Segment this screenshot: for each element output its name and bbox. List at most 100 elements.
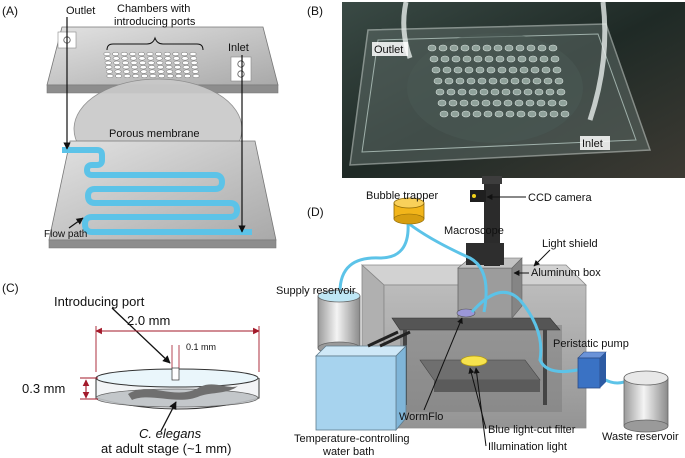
chamber-well: [140, 69, 148, 74]
photo-well: [435, 88, 445, 96]
photo-well: [468, 88, 478, 96]
chamber-well: [139, 65, 147, 70]
photo-well: [450, 110, 460, 118]
chamber-well: [104, 56, 112, 61]
top-chip-layer: [46, 26, 279, 94]
waste-reservoir: [623, 370, 669, 433]
chamber-well: [156, 60, 164, 65]
photo-well: [461, 110, 471, 118]
photo-well: [547, 99, 557, 107]
chamber-well: [131, 65, 139, 70]
photo-well: [519, 66, 529, 74]
photo-well: [530, 66, 540, 74]
chamber-well: [123, 69, 131, 74]
bath-label-2: water bath: [322, 446, 374, 458]
photo-well: [527, 110, 537, 118]
port-width-label: 0.1 mm: [186, 342, 216, 352]
photo-well: [521, 77, 531, 85]
photo-well: [471, 44, 481, 52]
worm-shape: [128, 384, 238, 400]
chamber-well: [192, 73, 200, 79]
photo-well: [516, 110, 526, 118]
macroscope-label: Macroscope: [444, 225, 504, 237]
chamber-well: [122, 65, 130, 70]
flow-path-channel: [62, 147, 252, 235]
panel-d: (D): [276, 176, 679, 458]
chamber-well: [191, 65, 199, 70]
photo-well: [492, 99, 502, 107]
photo-well: [560, 110, 570, 118]
chamber-well: [148, 65, 156, 70]
supply-reservoir: [317, 289, 361, 355]
photo-well: [484, 55, 494, 63]
photo-well: [538, 110, 548, 118]
illumination-arrow: [473, 367, 487, 447]
illumination-light: [460, 355, 488, 367]
chamber-well: [158, 73, 166, 79]
photo-well: [537, 44, 547, 52]
chamber-well: [112, 51, 120, 57]
photo-well: [490, 88, 500, 96]
inlet-tubing: [587, 1, 608, 121]
photo-well: [514, 99, 524, 107]
inlet-label-a: Inlet: [228, 42, 249, 54]
panel-d-tag: (D): [307, 205, 324, 219]
photo-well: [482, 44, 492, 52]
photo-well: [486, 66, 496, 74]
flow-path-arrow: [68, 217, 84, 229]
return-tubing: [470, 290, 587, 374]
species-label: C. elegans: [139, 426, 202, 441]
bath-label-1: Temperature-controlling: [294, 433, 410, 445]
inlet-port-pad: [230, 56, 252, 82]
panel-b: (B) Outlet Inlet: [307, 1, 685, 178]
photo-well: [554, 77, 564, 85]
chamber-well: [130, 60, 138, 65]
photo-well: [464, 66, 474, 74]
photo-chamber-array: [427, 44, 570, 118]
photo-well: [448, 99, 458, 107]
outlet-label-b: Outlet: [374, 44, 403, 56]
photo-well: [558, 99, 568, 107]
chamber-well: [190, 56, 198, 61]
chamber-well: [147, 60, 155, 65]
photo-well: [539, 55, 549, 63]
photo-well: [449, 44, 459, 52]
photo-well: [508, 66, 518, 74]
chamber-well: [183, 69, 191, 74]
chamber-well: [189, 51, 197, 57]
photo-well: [517, 55, 527, 63]
photo-well: [515, 44, 525, 52]
wormflo-arrow: [423, 317, 463, 411]
introducing-port-arrow: [111, 307, 171, 364]
photo-well: [526, 44, 536, 52]
photo-well: [523, 88, 533, 96]
chamber-well: [112, 56, 120, 61]
chamber-well: [156, 65, 164, 70]
chambers-label-2: introducing ports: [114, 16, 196, 28]
camera-column: [466, 176, 504, 266]
chamber-well: [175, 73, 183, 79]
chambers-label-1: Chambers with: [117, 3, 190, 15]
chamber-well: [113, 65, 121, 70]
chamber-well: [180, 51, 188, 57]
photo-well: [501, 88, 511, 96]
light-shield-label: Light shield: [542, 238, 598, 250]
introducing-port-label: Introducing port: [54, 294, 145, 309]
light-shield-arrow: [533, 249, 551, 267]
photo-well: [541, 66, 551, 74]
photo-well: [440, 55, 450, 63]
chamber-dish: [95, 367, 260, 410]
panel-a: (A) Outlet Chambers with introducing por…: [2, 3, 279, 249]
photo-well: [479, 88, 489, 96]
chamber-well: [181, 56, 189, 61]
photo-well: [493, 44, 503, 52]
chamber-well: [149, 73, 157, 79]
supply-tubing: [338, 222, 410, 293]
photo-well: [429, 55, 439, 63]
photo-well: [466, 77, 476, 85]
chamber-well: [182, 60, 190, 65]
trapper-tubing: [407, 221, 488, 313]
photo-well: [545, 88, 555, 96]
photo-well: [552, 66, 562, 74]
chamber-well: [120, 51, 128, 57]
